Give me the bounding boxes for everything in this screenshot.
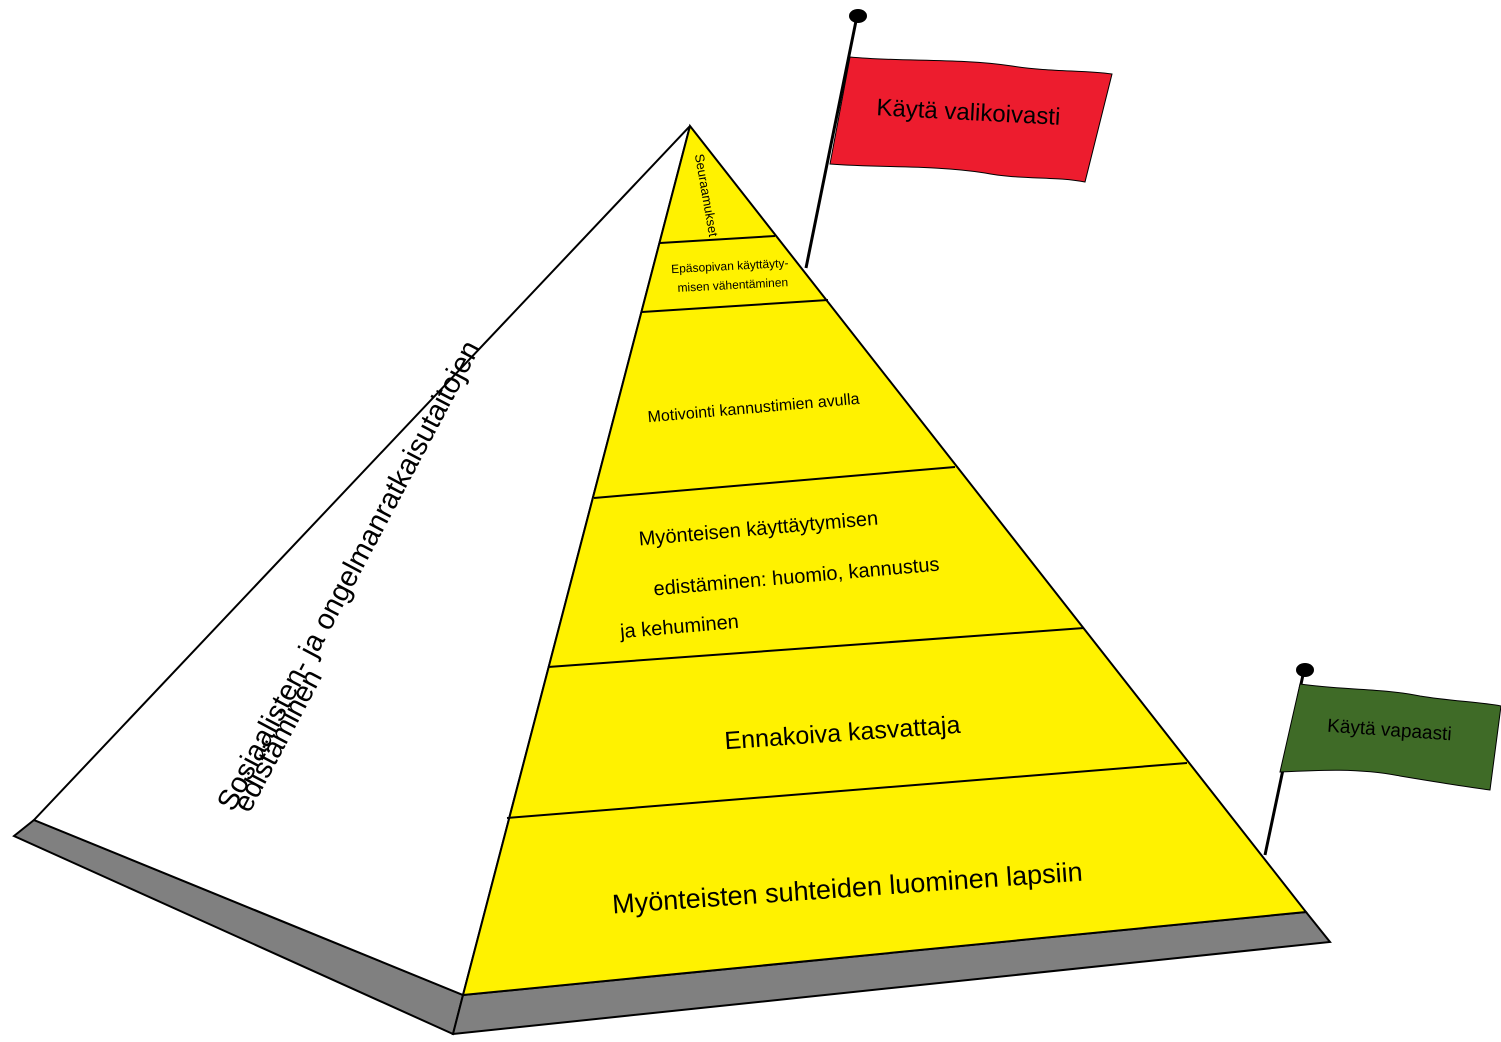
divider-4 bbox=[547, 627, 1085, 668]
flag-top-pole-knob bbox=[849, 9, 867, 23]
flag-bottom-cloth bbox=[1279, 683, 1501, 791]
level-2-label-line2: misen vähentäminen bbox=[677, 275, 788, 295]
pyramid-front-face bbox=[461, 123, 1308, 997]
divider-2 bbox=[641, 299, 829, 313]
divider-5 bbox=[506, 762, 1188, 819]
level-2-label-line1: Epäsopivan käyttäyty- bbox=[671, 256, 789, 276]
flag-bottom: Käytä vapaasti bbox=[1263, 663, 1501, 856]
flag-top: Käytä valikoivasti bbox=[804, 9, 1113, 269]
flag-top-cloth bbox=[829, 56, 1113, 183]
divider-1 bbox=[659, 235, 776, 244]
flag-top-pole bbox=[804, 15, 859, 269]
level-dividers bbox=[506, 235, 1188, 819]
divider-3 bbox=[593, 466, 956, 499]
flag-bottom-pole-knob bbox=[1296, 663, 1314, 677]
